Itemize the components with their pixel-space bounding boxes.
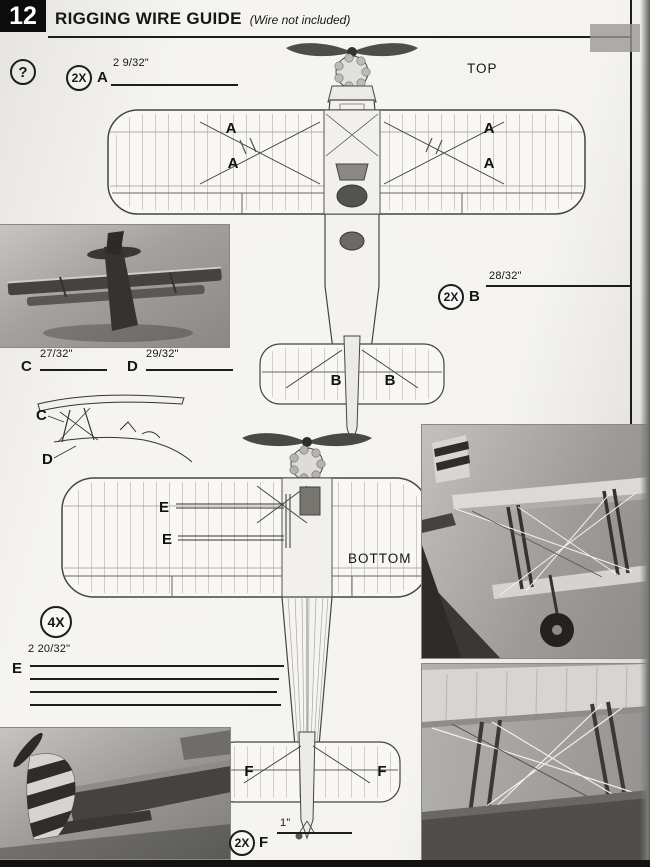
- photo-rigging-example-2: [421, 663, 648, 867]
- wire-label-a1: A: [226, 120, 237, 137]
- wire-label-a3: A: [228, 155, 239, 172]
- tailwheel: [295, 832, 303, 840]
- measurement-f: 1": [280, 817, 291, 829]
- photo-model-overview-art: [7, 231, 222, 342]
- panel-divider: [630, 0, 632, 430]
- propeller-top-view: [286, 43, 418, 57]
- rigging-wires-e: [176, 503, 284, 541]
- windshield-line: [119, 421, 137, 433]
- wire-label-b1: B: [331, 372, 342, 389]
- tail-bottom-view: [214, 731, 401, 840]
- bottom-view-diagram: E E F F: [61, 433, 429, 840]
- question-icon: ?: [10, 59, 36, 85]
- wire-label-e2: E: [162, 531, 172, 548]
- tail-top-view: [259, 335, 445, 446]
- measurement-b: 28/32": [489, 270, 522, 282]
- callout-letter-e: E: [12, 660, 23, 677]
- propeller-bottom-view: [242, 433, 372, 447]
- wing-profile: [37, 394, 185, 412]
- leader-lines: [47, 415, 77, 459]
- page-title: RIGGING WIRE GUIDE: [55, 9, 242, 28]
- measurement-e: 2 20/32": [28, 643, 71, 655]
- fuselage-deck-line: [53, 436, 193, 463]
- wire-length-line-e1: [30, 665, 284, 667]
- callout-letter-b: B: [469, 288, 480, 305]
- callout-letter-d: D: [127, 358, 138, 375]
- headrest-line: [141, 431, 161, 439]
- scan-edge-right: [640, 0, 650, 867]
- cabane-side-view-diagram: C D: [36, 394, 193, 468]
- wire-length-line-e2: [30, 678, 279, 680]
- callout-letter-f: F: [259, 834, 269, 851]
- wire-label-b2: B: [385, 372, 396, 389]
- wire-label-f1: F: [244, 763, 253, 780]
- wire-label-c: C: [36, 407, 47, 424]
- wire-length-line-c: [40, 369, 107, 371]
- wire-label-a2: A: [484, 120, 495, 137]
- photo-model-tail-art: [0, 730, 230, 859]
- wire-label-f2: F: [377, 763, 386, 780]
- wire-label-d: D: [42, 451, 53, 468]
- scan-edge-bottom: [0, 860, 650, 867]
- page-header: RIGGING WIRE GUIDE (Wire not included): [55, 9, 350, 29]
- lower-wing-bottom-view: [61, 477, 429, 598]
- top-view-label: TOP: [467, 61, 498, 76]
- question-symbol: ?: [18, 63, 28, 81]
- wire-length-line-f: [277, 832, 352, 834]
- center-section: [323, 109, 381, 251]
- qty-badge-e: 4X: [40, 606, 72, 638]
- measurement-c: 27/32": [40, 348, 73, 360]
- title-divider: [48, 36, 632, 38]
- engine-top-view: [327, 53, 377, 103]
- step-number-box: 12: [0, 0, 46, 32]
- measurement-a: 2 9/32": [113, 57, 149, 69]
- scan-artifact: [590, 24, 640, 52]
- aft-fuselage-bottom-view: [281, 596, 333, 747]
- photo-model-overview: [0, 224, 230, 348]
- step-number: 12: [9, 1, 37, 30]
- wire-label-e1: E: [159, 499, 169, 516]
- qty-badge-f: 2X: [229, 830, 255, 856]
- wire-length-line-a: [111, 84, 238, 86]
- page-subtitle: (Wire not included): [249, 13, 351, 27]
- wire-length-line-b: [486, 285, 632, 287]
- qty-badge-a: 2X: [66, 65, 92, 91]
- wire-length-line-e4: [30, 704, 281, 706]
- callout-letter-c: C: [21, 358, 32, 375]
- photo-rigging-example-2-art: [422, 664, 647, 866]
- rigging-wires-cd: [57, 407, 99, 443]
- top-view-diagram: A A A A B B: [107, 43, 586, 446]
- rigging-wires-a: [199, 121, 505, 185]
- photo-rigging-example-1-art: [422, 435, 647, 658]
- photo-model-tail: [0, 727, 231, 860]
- wire-length-line-e3: [30, 691, 277, 693]
- wire-length-line-d: [146, 369, 233, 371]
- striped-rudder-photo: [432, 435, 470, 483]
- qty-badge-b: 2X: [438, 284, 464, 310]
- bottom-view-label: BOTTOM: [348, 551, 412, 566]
- measurement-d: 29/32": [146, 348, 179, 360]
- callout-letter-a: A: [97, 69, 108, 86]
- wire-label-a4: A: [484, 155, 495, 172]
- photo-rigging-example-1: [421, 424, 648, 659]
